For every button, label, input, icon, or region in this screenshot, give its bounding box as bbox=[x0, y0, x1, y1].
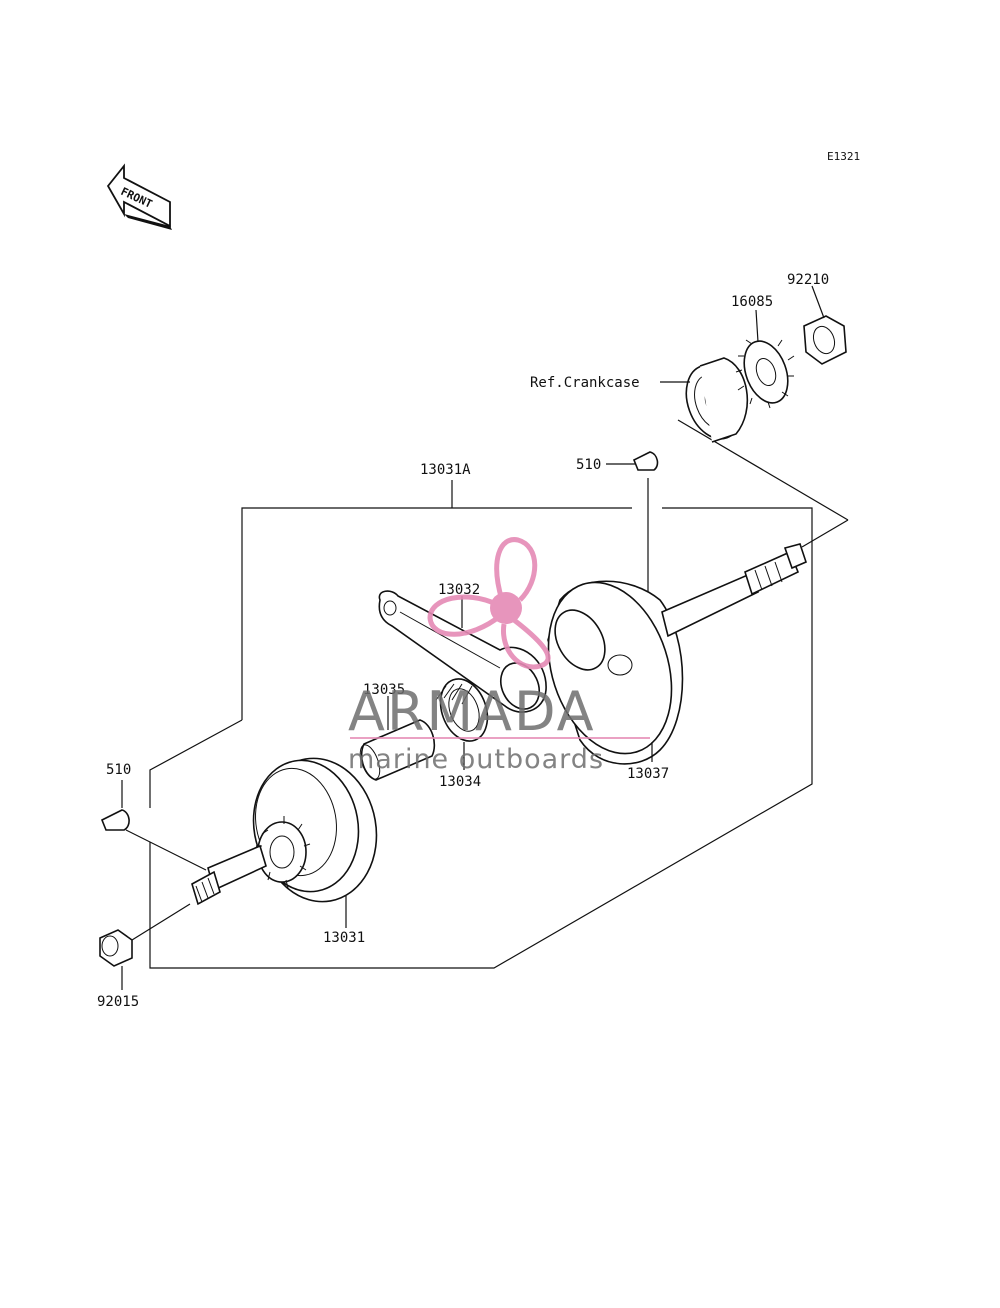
label-ref-crankcase: Ref.Crankcase bbox=[530, 375, 640, 391]
label-13032: 13032 bbox=[438, 582, 480, 598]
ball-bearing bbox=[685, 357, 749, 443]
woodruff-key-left bbox=[100, 809, 130, 831]
nut-92015 bbox=[99, 903, 191, 967]
propeller-logo-icon bbox=[427, 537, 551, 670]
front-arrow-icon: FRONT bbox=[106, 163, 172, 230]
diagram-code: E1321 bbox=[827, 150, 860, 163]
assembly-frame bbox=[149, 419, 849, 969]
label-16085: 16085 bbox=[731, 294, 773, 310]
connecting-rod bbox=[378, 590, 547, 713]
label-13035: 13035 bbox=[363, 682, 405, 698]
label-510-left: 510 bbox=[106, 762, 131, 778]
armada-watermark: ARMADA marine outboards bbox=[348, 537, 650, 775]
woodruff-key-top bbox=[632, 451, 659, 471]
label-510-top: 510 bbox=[576, 457, 601, 473]
watermark-tagline: marine outboards bbox=[348, 744, 604, 775]
label-92015: 92015 bbox=[97, 994, 139, 1010]
label-13031A: 13031A bbox=[420, 462, 471, 478]
crank-gear-16085 bbox=[735, 339, 795, 409]
label-13034: 13034 bbox=[439, 774, 481, 790]
watermark-brand: ARMADA bbox=[348, 680, 596, 743]
needle-bearing bbox=[435, 678, 489, 742]
label-13037: 13037 bbox=[627, 766, 669, 782]
right-crank-web bbox=[547, 543, 807, 765]
label-13031: 13031 bbox=[323, 930, 365, 946]
crank-pin bbox=[359, 719, 436, 781]
left-crank-web bbox=[191, 757, 378, 906]
label-92210: 92210 bbox=[787, 272, 829, 288]
nut-92210 bbox=[803, 315, 847, 365]
leader-lines bbox=[121, 285, 825, 990]
